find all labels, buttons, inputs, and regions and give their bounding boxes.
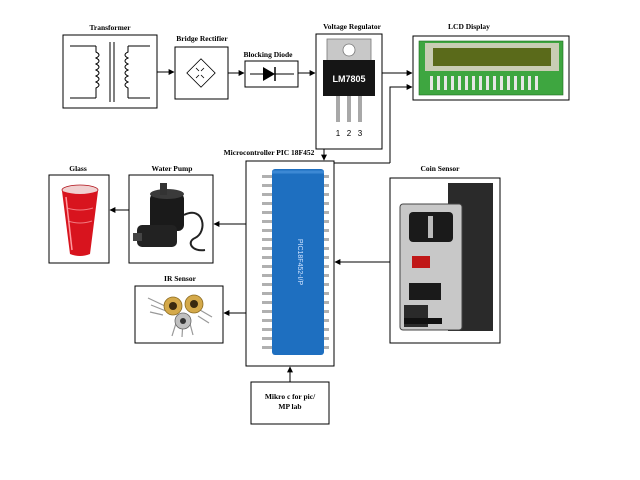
chip-pin <box>323 337 329 340</box>
chip-pin <box>262 247 273 250</box>
diode-icon <box>250 67 294 81</box>
blocking-diode-label: Blocking Diode <box>244 50 294 59</box>
coin-sensor-label: Coin Sensor <box>421 164 461 173</box>
water-pump-icon <box>133 183 206 252</box>
ir-sensor-label: IR Sensor <box>164 274 197 283</box>
software-label-line2: MP lab <box>278 402 301 411</box>
bridge-rectifier-icon <box>186 58 216 88</box>
chip-pin <box>262 283 273 286</box>
transformer-block: Transformer <box>62 23 158 109</box>
transformer-label: Transformer <box>89 23 131 32</box>
chip-pin <box>323 211 329 214</box>
software-block: Mikro c for pic/ MP lab <box>250 381 330 425</box>
chip-pin <box>262 310 273 313</box>
chip-pin <box>262 346 273 349</box>
chip-pin <box>323 265 329 268</box>
chip-pin <box>262 193 273 196</box>
chip-pin <box>262 175 273 178</box>
chip-pin <box>323 175 329 178</box>
pic-chip-text: PIC18F452-I/P <box>296 239 303 286</box>
blocking-diode-block: Blocking Diode <box>244 50 299 88</box>
bridge-rectifier-block: Bridge Rectifier <box>174 34 229 100</box>
chip-pin <box>323 274 329 277</box>
pin-label-3: 3 <box>358 129 363 138</box>
chip-pin <box>323 301 329 304</box>
regulator-chip-icon: LM7805 1 2 3 <box>323 38 375 138</box>
lcd-display-label: LCD Display <box>448 22 490 31</box>
chip-pin <box>262 337 273 340</box>
water-pump-label: Water Pump <box>152 164 193 173</box>
chip-pin <box>262 220 273 223</box>
chip-pin <box>262 301 273 304</box>
chip-pin <box>262 292 273 295</box>
voltage-regulator-label: Voltage Regulator <box>323 22 382 31</box>
pin-label-1: 1 <box>336 129 341 138</box>
coin-sensor-block: Coin Sensor <box>389 164 501 344</box>
chip-pin <box>262 274 273 277</box>
glass-block: Glass <box>48 164 110 264</box>
chip-pin <box>323 319 329 322</box>
chip-pin <box>323 346 329 349</box>
chip-pin <box>323 292 329 295</box>
chip-pin <box>323 256 329 259</box>
chip-pin <box>262 319 273 322</box>
red-cup-icon <box>61 184 99 256</box>
chip-pin <box>262 202 273 205</box>
pic-chip-icon: PIC18F452-I/P <box>262 169 329 355</box>
chip-pin <box>323 328 329 331</box>
arrow-mcu-to-lcd <box>389 84 413 163</box>
microcontroller-label: Microcontroller PIC 18F452 <box>224 148 315 157</box>
chip-pin <box>262 265 273 268</box>
chip-pin <box>262 229 273 232</box>
software-label-line1: Mikro c for pic/ <box>265 392 316 401</box>
voltage-regulator-block: Voltage Regulator LM7805 1 2 3 <box>315 22 383 150</box>
chip-pin <box>323 184 329 187</box>
chip-pin <box>323 202 329 205</box>
chip-pin <box>262 256 273 259</box>
ir-sensor-block: IR Sensor <box>134 274 224 344</box>
lcd-module-icon <box>418 40 564 96</box>
transformer-icon <box>70 42 150 102</box>
lcd-display-block: LCD Display <box>412 22 570 101</box>
chip-pin <box>323 283 329 286</box>
chip-pin <box>323 310 329 313</box>
chip-pin <box>323 247 329 250</box>
bridge-rectifier-box <box>174 46 229 100</box>
connectors <box>109 69 413 382</box>
ir-sensor-icon <box>147 294 213 338</box>
water-pump-block: Water Pump <box>128 164 214 264</box>
pin-label-2: 2 <box>347 129 352 138</box>
chip-pin <box>262 328 273 331</box>
glass-label: Glass <box>69 164 87 173</box>
chip-pin <box>323 238 329 241</box>
chip-pin <box>262 184 273 187</box>
chip-pin <box>323 220 329 223</box>
chip-pin <box>323 193 329 196</box>
chip-pin <box>323 229 329 232</box>
regulator-chip-text: LM7805 <box>332 74 365 84</box>
chip-pin <box>262 211 273 214</box>
chip-pin <box>262 238 273 241</box>
bridge-rectifier-label: Bridge Rectifier <box>176 34 228 43</box>
microcontroller-block: Microcontroller PIC 18F452 PIC18F452-I/P <box>224 148 335 367</box>
coin-acceptor-icon <box>399 183 493 331</box>
